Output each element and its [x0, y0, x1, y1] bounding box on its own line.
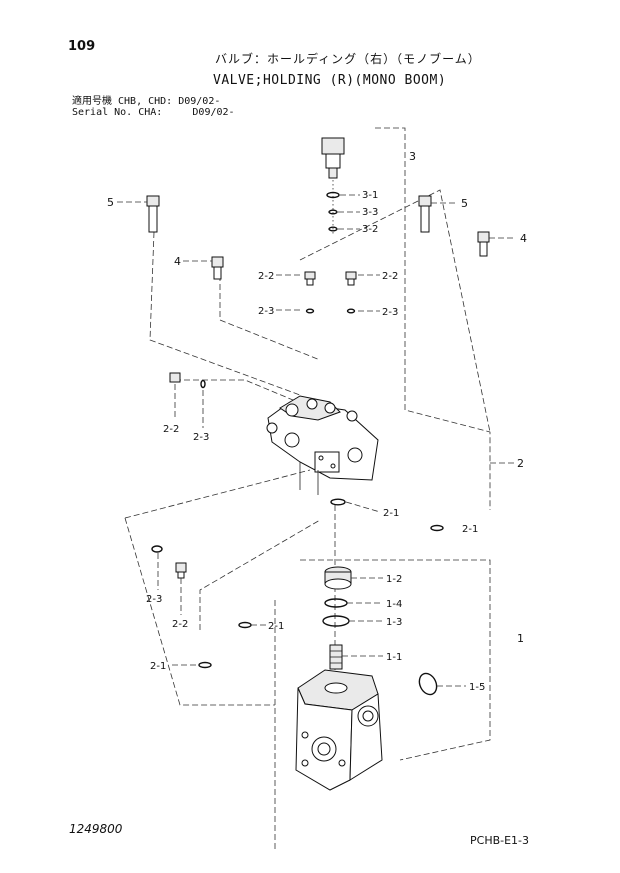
- callout-4-left: 4: [174, 255, 181, 268]
- callout-4-right: 4: [520, 232, 527, 245]
- callout-2-2-d: 2-2: [172, 619, 188, 630]
- callout-3-3: 3-3: [362, 207, 378, 218]
- bolt-5-right: [418, 195, 432, 233]
- serial-line-1: 適用号機 CHB, CHD: D09/02-: [72, 96, 221, 107]
- callout-2-1-c: 2-1: [268, 621, 284, 632]
- callout-2-1-a: 2-1: [383, 508, 399, 519]
- callout-2-3-b: 2-3: [382, 307, 398, 318]
- bolt-5-left: [146, 195, 160, 233]
- callout-1-2: 1-2: [386, 574, 402, 585]
- page-code: PCHB-E1-3: [470, 834, 530, 847]
- part-1-housing: [295, 669, 383, 791]
- orings-2-1: [198, 498, 444, 669]
- callout-3-2: 3-2: [362, 224, 378, 235]
- callout-3: 3: [409, 150, 416, 163]
- bolt-4-right: [477, 231, 490, 257]
- part-1-1-spring: [329, 644, 343, 670]
- part-2-valve-block: [266, 395, 379, 495]
- bolt-4-left: [211, 256, 224, 280]
- assembly-boundaries: [124, 127, 491, 850]
- part-3-cartridge: [321, 137, 345, 235]
- callout-2: 2: [517, 457, 524, 470]
- callout-2-1-b: 2-1: [462, 524, 478, 535]
- callout-1-3: 1-3: [386, 617, 402, 628]
- callout-1-4: 1-4: [386, 599, 402, 610]
- orings-3-x: [326, 191, 340, 232]
- title-english: VALVE;HOLDING (R)(MONO BOOM): [213, 73, 447, 88]
- serial-line-2: Serial No. CHA: D09/02-: [72, 107, 235, 118]
- callout-5-right: 5: [461, 197, 468, 210]
- callout-5-left: 5: [107, 196, 114, 209]
- seals-2-3: [151, 308, 356, 553]
- leader-lines: [117, 194, 516, 687]
- callout-1: 1: [517, 632, 524, 645]
- part-1-4-ring: [324, 598, 348, 608]
- callout-2-1-d: 2-1: [150, 661, 166, 672]
- figure-number: 1249800: [69, 822, 123, 836]
- callout-2-2-c: 2-2: [163, 424, 179, 435]
- callout-3-1: 3-1: [362, 190, 378, 201]
- callout-2-3-d: 2-3: [146, 594, 162, 605]
- part-1-2-piston: [324, 566, 352, 590]
- title-japanese: バルブ：ホールディング（右）（モノブーム）: [215, 52, 481, 66]
- callout-2-3-a: 2-3: [258, 306, 274, 317]
- callout-2-3-c: 2-3: [193, 432, 209, 443]
- plugs-2-2: [169, 271, 357, 579]
- callout-2-2-a: 2-2: [258, 271, 274, 282]
- callout-labels: 3 3-1 3-3 3-2 5 5 4 4 2-2 2-2 2-3 2-3 2-…: [107, 150, 527, 693]
- callout-1-1: 1-1: [386, 652, 402, 663]
- callout-2-2-b: 2-2: [382, 271, 398, 282]
- part-1-3-oring: [322, 615, 350, 627]
- part-1-5-oring: [418, 672, 438, 696]
- page-number: 109: [68, 39, 96, 54]
- callout-1-5: 1-5: [469, 682, 485, 693]
